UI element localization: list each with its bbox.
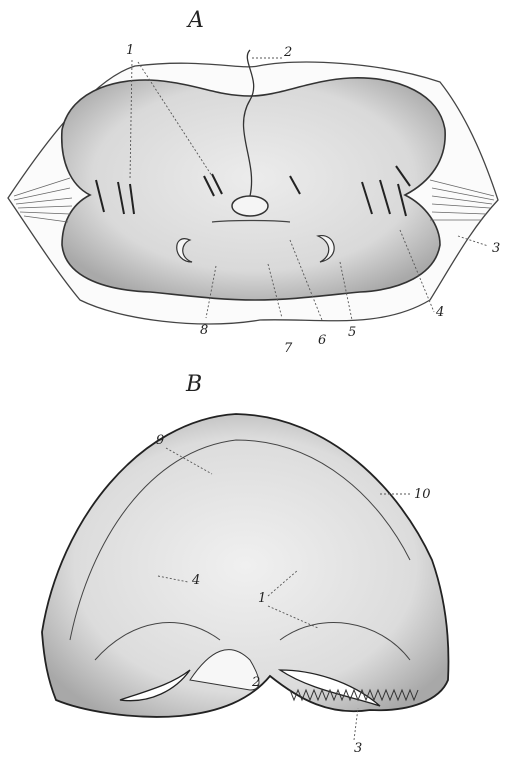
label-b-4: 4 bbox=[192, 574, 200, 587]
label-b-2: 2 bbox=[252, 676, 260, 689]
central-oval bbox=[232, 196, 268, 216]
label-a-8: 8 bbox=[200, 324, 208, 337]
label-b-3: 3 bbox=[354, 742, 362, 755]
label-a-2: 2 bbox=[284, 46, 292, 59]
label-a-7: 7 bbox=[284, 342, 292, 355]
label-b-10: 10 bbox=[414, 488, 431, 501]
label-b-9: 9 bbox=[156, 434, 164, 447]
label-a-3: 3 bbox=[492, 242, 500, 255]
label-a-1: 1 bbox=[126, 44, 134, 57]
label-a-6: 6 bbox=[318, 334, 326, 347]
panel-a-title: A bbox=[188, 8, 204, 33]
panel-b-drawing bbox=[42, 414, 448, 740]
label-b-1: 1 bbox=[258, 592, 266, 605]
label-a-5: 5 bbox=[348, 326, 356, 339]
panel-b-title: B bbox=[186, 372, 202, 397]
label-a-4: 4 bbox=[436, 306, 444, 319]
panel-a-drawing bbox=[8, 50, 498, 324]
